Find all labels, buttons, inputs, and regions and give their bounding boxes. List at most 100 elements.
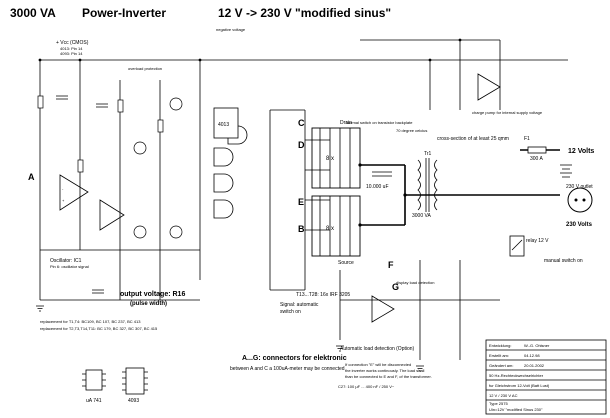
opamp-charge-pump <box>477 73 501 101</box>
resistor-r-left-4 <box>157 119 164 133</box>
ic2-pins: 4013: Pin 14 <box>60 46 83 51</box>
footnote-2: the inverter works continously. The load… <box>345 368 425 373</box>
charge-pump-label: charge pump for internal supply voltage <box>472 110 543 115</box>
footnote-1: If connection "E" will be disconnected <box>345 362 411 367</box>
fuse-f1 <box>527 146 547 154</box>
svg-text:Type 2575: Type 2575 <box>489 401 508 406</box>
overload-label: overload protection <box>128 66 162 71</box>
svg-text:3000 VA: 3000 VA <box>412 213 431 219</box>
switch-on-label: switch on <box>280 309 301 315</box>
svg-text:Geändert am:: Geändert am: <box>489 363 513 368</box>
svg-text:Entwicklung:: Entwicklung: <box>489 343 511 348</box>
svg-text:+: + <box>62 198 65 203</box>
oscillator-label: Oscillator: IC1 <box>50 258 82 264</box>
twelve-volts-label: 12 Volts <box>568 148 594 155</box>
transformer-tr1: 3000 VA Tr1 <box>412 151 438 219</box>
svg-text:E: E <box>298 197 304 207</box>
vcc-label: + Vcc (CMOS) <box>56 40 89 46</box>
transistor-t3 <box>169 225 183 239</box>
cross-section-label: cross-section of at least 25 qmm <box>437 136 509 142</box>
fuse-rating: 300 A <box>530 156 543 162</box>
resistor-r-left-2 <box>77 159 84 173</box>
opamp-load-detect <box>371 295 395 323</box>
load-detection-wires <box>339 260 500 360</box>
footnote-4: C27: 100 µF ... 400 nF / 250 V~ <box>338 384 395 389</box>
nand-gate-2 <box>213 147 234 167</box>
pin6-label: Pin 6: oscillator signal <box>50 264 89 269</box>
fuse-label: F1 <box>524 136 530 142</box>
nand-gate-1 <box>227 125 248 145</box>
negative-voltage-label: negative voltage <box>216 27 246 32</box>
transistor-t4 <box>133 225 147 239</box>
deg70-label: 70 degree celcius <box>396 128 427 133</box>
v230-label: 230 Volts <box>566 222 593 228</box>
capacitor-c-left-3 <box>92 289 104 294</box>
signal-auto-label: Signal: automatic <box>280 302 319 308</box>
normal-switch-label: Normal switch on transistor backplate <box>346 120 413 125</box>
transistor-t1 <box>133 141 147 155</box>
outlet-label: 230 V outlet <box>566 184 593 190</box>
opamp-ic1: - + <box>59 174 89 211</box>
bulk-capacitor: 10.000 uF <box>366 171 392 190</box>
svg-text:Tr1: Tr1 <box>424 151 432 157</box>
meter-note: between A and C a 100uA-meter may be con… <box>230 366 345 372</box>
primary-bus <box>360 164 560 226</box>
flipflop-ic3: 4013 <box>213 107 239 139</box>
svg-text:50 Hz-Rechteckwechselrichter: 50 Hz-Rechteckwechselrichter <box>489 373 544 378</box>
svg-text:G: G <box>392 282 399 292</box>
outlet-230v <box>567 187 593 213</box>
junction-dots <box>38 38 462 227</box>
footnote-3: than be connected to E and F, of the tra… <box>345 374 432 379</box>
relay <box>509 235 525 257</box>
title-type: Power-Inverter <box>82 6 166 20</box>
source-label: Source <box>338 260 354 266</box>
drain-label: Drain <box>340 120 352 126</box>
mosfet-driver-block <box>269 109 330 291</box>
transistor-t2 <box>169 97 183 111</box>
svg-text:A: A <box>28 172 35 182</box>
battery-symbol <box>560 164 572 178</box>
svg-text:20.01.2002: 20.01.2002 <box>524 363 545 368</box>
connector-letters: C D E B F G A <box>28 118 399 292</box>
charge-pump-wires <box>360 39 501 110</box>
svg-text:12 V / 230 V AC: 12 V / 230 V AC <box>489 393 518 398</box>
svg-text:Uin=12V "modified Sinus 230": Uin=12V "modified Sinus 230" <box>489 407 543 412</box>
svg-text:4013: 4013 <box>218 122 229 128</box>
manual-switch-label: manual switch on <box>544 258 583 264</box>
ground-symbols <box>36 305 424 372</box>
svg-text:-: - <box>62 186 64 191</box>
nand-gate-3 <box>213 173 234 193</box>
capacitor-c-left-2 <box>96 103 108 108</box>
svg-text:8 x: 8 x <box>326 156 334 162</box>
svg-text:W.-G. Ohlsner: W.-G. Ohlsner <box>524 343 550 348</box>
mosfet-bank-top: 8 x <box>311 127 361 189</box>
svg-text:4093: 4093 <box>128 398 139 404</box>
opamp-ic2 <box>99 199 125 231</box>
display-load-label: display load detection <box>396 280 434 285</box>
pinout-4093: 4093 <box>122 367 148 404</box>
nand-gate-4 <box>213 199 234 219</box>
svg-text:fur Gleichstrom 12-Volt (Batt: fur Gleichstrom 12-Volt (Batt Lust) <box>489 383 550 388</box>
connectors-label: A...G: connectors for elektronic <box>242 355 347 362</box>
resistor-r-left-1 <box>37 95 44 109</box>
left-returns <box>40 249 200 301</box>
top-bus <box>39 59 568 300</box>
info-block: Entwicklung: W.-G. Ohlsner Erstellt am: … <box>485 339 607 415</box>
svg-text:8 x: 8 x <box>326 226 334 232</box>
svg-text:B: B <box>298 224 305 234</box>
replacement-line-2: replacement for T2,T3,T14,T11: BC 179, B… <box>40 326 158 331</box>
relay-label: relay 12 V <box>526 238 549 244</box>
left-verticals <box>79 60 201 300</box>
mosfet-bank-bottom: 8 x <box>311 195 361 257</box>
resistor-r-left-3 <box>117 99 124 113</box>
title-power: 3000 VA <box>10 6 56 20</box>
mosfet-label: T13...T28: 16x IRF 3205 <box>296 292 350 298</box>
ic1-pins: 4093: Pin 14 <box>60 51 83 56</box>
replacement-line-1: replacement for T1,T4: BC109, BC 107, BC… <box>40 319 141 324</box>
capacitor-c-left-1 <box>56 95 68 100</box>
svg-text:Erstellt am:: Erstellt am: <box>489 353 509 358</box>
svg-text:uA 741: uA 741 <box>86 398 102 404</box>
pulse-width-label: (pulse width) <box>130 301 167 307</box>
